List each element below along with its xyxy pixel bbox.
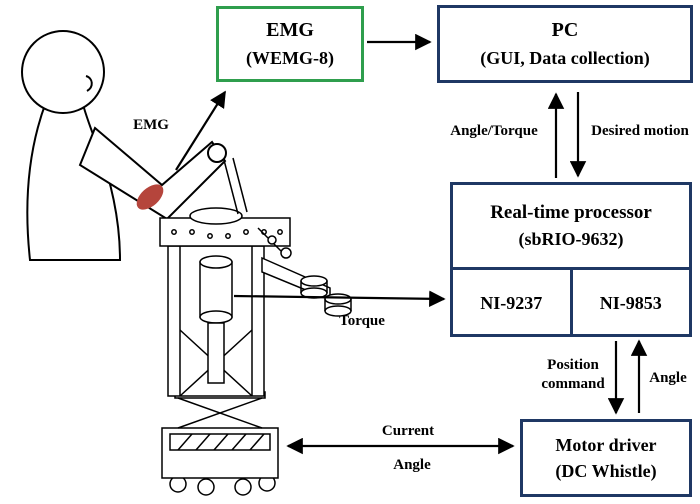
robot-figure [159, 157, 352, 496]
position-command-line1: Position [547, 357, 599, 373]
current-label: Current [381, 423, 435, 439]
rtp-subtitle: (sbRIO-9632) [518, 228, 624, 249]
rtp-title: Real-time processor [490, 202, 652, 224]
realtime-processor-header: Real-time processor (sbRIO-9632) [453, 185, 689, 267]
torque-label: Torque [339, 313, 385, 329]
motor-box-title: Motor driver [555, 434, 657, 455]
angle-torque-label: Angle/Torque [450, 123, 538, 139]
motor-driver-box: Motor driver (DC Whistle) [520, 419, 692, 497]
emg-device-box: EMG (WEMG-8) [216, 6, 364, 82]
rtp-module-row: NI-9237 NI-9853 [453, 267, 689, 337]
desired-motion-label: Desired motion [591, 123, 689, 139]
emg-box-title: EMG [266, 19, 314, 42]
emg-electrode [136, 184, 164, 210]
ni-9853-module: NI-9853 [569, 270, 690, 337]
motor-box-subtitle: (DC Whistle) [555, 461, 657, 481]
ni-9237-module: NI-9237 [480, 293, 543, 314]
angle-bottom-label: Angle [393, 457, 431, 473]
realtime-processor-box: Real-time processor (sbRIO-9632) NI-9237… [450, 182, 692, 337]
position-command-label: Position command [536, 356, 610, 394]
position-command-line2: command [541, 375, 605, 392]
angle-feedback-label: Angle [649, 370, 687, 386]
emg-signal-label: EMG [133, 117, 169, 133]
emg-box-subtitle: (WEMG-8) [246, 48, 334, 69]
pc-box-subtitle: (GUI, Data collection) [480, 48, 650, 69]
pc-box-title: PC [551, 19, 579, 42]
torque-arrow [233, 290, 446, 308]
emg-signal-arrow [175, 90, 226, 171]
pc-box: PC (GUI, Data collection) [437, 5, 693, 83]
person-figure [21, 30, 227, 261]
